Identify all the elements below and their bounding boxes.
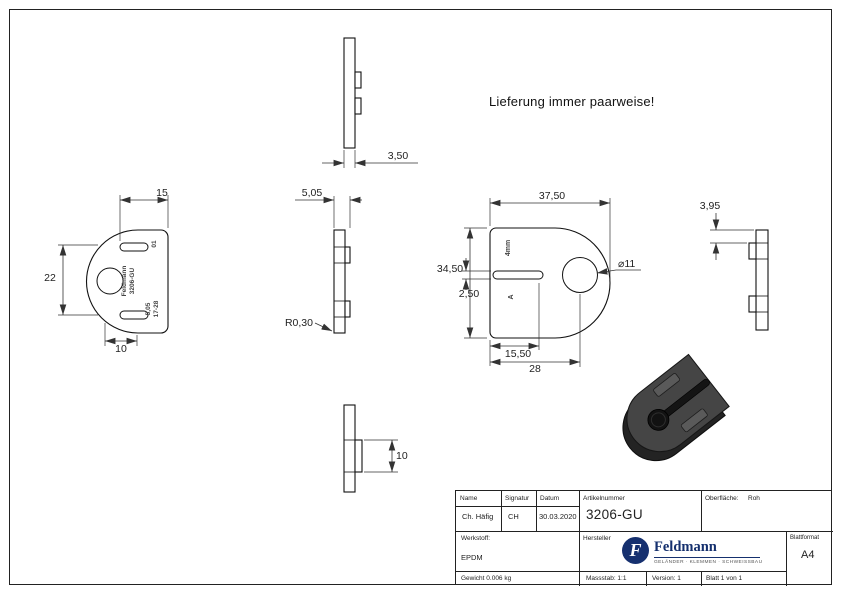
- side-top-tab-2: [354, 97, 362, 115]
- dim-tab-height-group: [364, 439, 398, 473]
- side-bottom-body: [343, 404, 356, 493]
- front-small-slot-bottom: [119, 310, 149, 320]
- view-side-right: [748, 229, 769, 331]
- dim-hole-offset-group: [490, 294, 581, 367]
- dim-small-left-group: [58, 244, 98, 316]
- tb-line: [701, 491, 702, 531]
- front-large-slot: [492, 270, 544, 280]
- tb-blattformat-label: Blattformat: [790, 535, 820, 541]
- side-right-tab-1: [748, 242, 757, 260]
- tb-signatur-value: CH: [508, 512, 519, 521]
- radius-leader: [314, 322, 333, 332]
- tb-line: [456, 531, 833, 532]
- side-right-tab-2: [748, 295, 757, 313]
- mold-a: A: [508, 294, 515, 299]
- dim-slot-height: 2,50: [459, 288, 480, 300]
- mold-range: 17-28: [153, 300, 160, 317]
- dim-small-bottom: 10: [115, 343, 127, 355]
- feldmann-logo-name: Feldmann: [654, 539, 717, 555]
- logo-rule: [654, 557, 760, 558]
- tb-name-value: Ch. Häfig: [462, 512, 494, 521]
- dim-side-total-group: [295, 196, 362, 228]
- tb-version: Version: 1: [652, 575, 681, 582]
- dim-big-width: 37,50: [539, 190, 565, 202]
- tb-artikelnummer-value: 3206-GU: [586, 507, 643, 522]
- dim-tab-offset: 3,95: [700, 200, 721, 212]
- hole-dia-leader: [596, 268, 641, 275]
- tb-artikelnummer-label: Artikelnummer: [583, 495, 625, 502]
- tb-oberflaeche-value: Roh: [748, 495, 760, 502]
- front-small-hole: [96, 267, 124, 295]
- dim-slot-depth: 15,50: [505, 348, 531, 360]
- iso-rib-1: [680, 408, 708, 433]
- dim-thickness: 3,50: [388, 150, 409, 162]
- isometric-view: [622, 353, 730, 462]
- tb-line: [456, 506, 579, 507]
- dim-small-top: 15: [156, 187, 168, 199]
- side-top-body: [343, 37, 356, 149]
- iso-rib-2: [653, 373, 680, 397]
- tb-gewicht: Gewicht 0.006 kg: [461, 575, 512, 582]
- dim-radius: R0,30: [285, 317, 313, 329]
- dim-big-height-group: [464, 227, 487, 339]
- dim-thickness-group: [322, 150, 418, 168]
- tb-line: [786, 531, 787, 586]
- view-side-middle: [333, 229, 351, 334]
- dim-tab-offset-group: [710, 213, 754, 260]
- front-large-hole: [562, 257, 598, 293]
- delivery-note: Lieferung immer paarweise!: [489, 94, 655, 109]
- tb-hersteller-label: Hersteller: [583, 535, 611, 542]
- title-block: Name Signatur Datum Ch. Häfig CH 30.03.2…: [455, 490, 833, 586]
- view-front-small: [85, 229, 169, 334]
- mold-article: 3206-GU: [129, 268, 136, 295]
- tb-line: [536, 491, 537, 531]
- tb-datum-label: Datum: [540, 495, 560, 502]
- view-side-top: [343, 37, 362, 149]
- dim-tab-height: 10: [396, 450, 408, 462]
- dim-hole-dia: ⌀11: [618, 258, 635, 270]
- mold-brand: Feldmann: [121, 266, 128, 297]
- front-small-outline: [85, 229, 169, 334]
- tb-line: [701, 571, 702, 586]
- dim-small-left: 22: [44, 272, 56, 284]
- tb-line: [646, 571, 647, 586]
- dim-big-height: 34,50: [437, 263, 463, 275]
- dim-small-top-group: [119, 195, 169, 241]
- front-small-slot-top: [119, 242, 149, 252]
- feldmann-logo-tagline: GELÄNDER · KLEMMEN · SCHWEISSBAU: [654, 560, 763, 565]
- view-side-bottom: [343, 404, 363, 493]
- manufacturer-logo: F Feldmann GELÄNDER · KLEMMEN · SCHWEISS…: [619, 535, 779, 567]
- side-bottom-tab: [354, 439, 363, 473]
- tb-blatt: Blatt 1 von 1: [706, 575, 743, 582]
- dim-side-total: 5,05: [302, 187, 323, 199]
- dim-small-bottom-group: [104, 323, 138, 346]
- tb-signatur-label: Signatur: [505, 495, 530, 502]
- tb-name-label: Name: [460, 495, 478, 502]
- mold-505: 5,05: [145, 302, 152, 315]
- mold-glass-thickness: 4mm: [505, 240, 512, 256]
- feldmann-logo-icon: F: [622, 537, 649, 564]
- side-middle-tab-1: [344, 246, 351, 264]
- tb-line: [456, 571, 786, 572]
- side-top-tab-1: [354, 71, 362, 89]
- side-right-body: [755, 229, 769, 331]
- iso-hole-inner: [650, 412, 666, 428]
- tb-line: [579, 491, 580, 586]
- side-middle-tab-2: [344, 300, 351, 318]
- tb-line: [501, 491, 502, 531]
- dim-slot-height-group: [462, 258, 491, 290]
- tb-oberflaeche-label: Oberfläche:: [705, 495, 739, 502]
- tb-massstab: Massstab: 1:1: [586, 575, 627, 582]
- tb-blattformat-value: A4: [801, 549, 815, 561]
- side-middle-body: [333, 229, 346, 334]
- mold-01: 01: [151, 240, 158, 248]
- tb-datum-value: 30.03.2020: [539, 512, 577, 521]
- dim-hole-offset: 28: [529, 363, 541, 375]
- dim-big-width-group: [489, 198, 611, 280]
- tb-werkstoff-label: Werkstoff:: [461, 535, 491, 542]
- tb-werkstoff-value: EPDM: [461, 553, 483, 562]
